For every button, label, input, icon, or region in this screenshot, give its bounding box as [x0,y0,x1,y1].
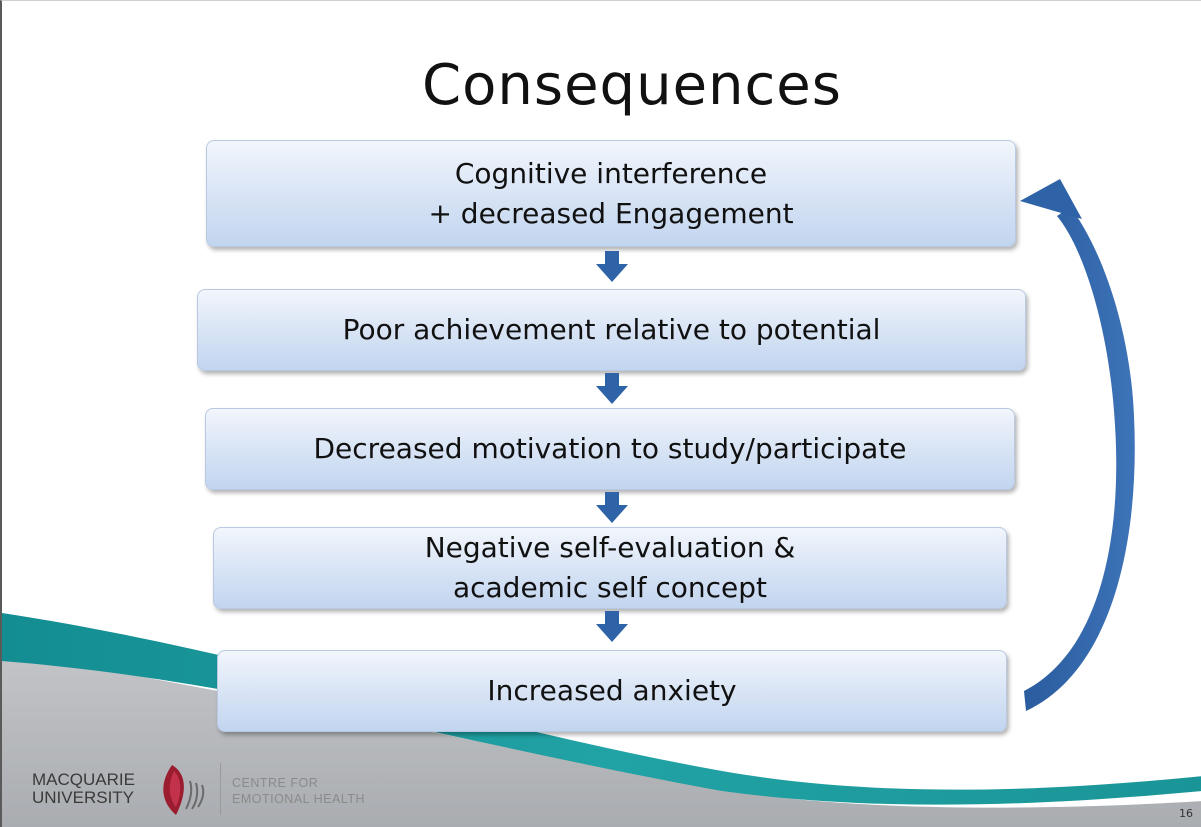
flow-step-decreased-motivation: Decreased motivation to study/participat… [205,408,1015,490]
flow-step-poor-achievement: Poor achievement relative to potential [197,289,1026,371]
flow-step-text-line: Cognitive interference [454,156,768,190]
curved-feedback-arrow-icon [1020,179,1135,711]
down-arrow-icon [596,373,628,404]
flow-step-text-line: academic self concept [452,571,768,604]
flow-step-text-line: Decreased motivation to study/participat… [313,432,907,465]
flow-step-text-line: Poor achievement relative to potential [342,313,881,346]
university-name-line: MACQUARIE [32,770,135,789]
flow-step-cognitive-interference: Cognitive interference + decreased Engag… [206,140,1016,247]
university-name-line: UNIVERSITY [32,788,135,807]
down-arrow-icon [596,492,628,523]
down-arrow-icon [596,611,628,642]
university-name: MACQUARIE UNIVERSITY [32,771,135,807]
slide-title: Consequences [422,53,842,118]
centre-name-line: CENTRE FOR [232,776,319,790]
flow-step-text-line: + decreased Engagement [428,196,794,230]
down-arrow-icon [596,251,628,282]
centre-name-line: EMOTIONAL HEALTH [232,792,366,806]
flow-step-text-line: Increased anxiety [487,674,737,707]
flow-step-increased-anxiety: Increased anxiety [217,650,1007,732]
university-logo-icon [163,765,205,815]
centre-name: CENTRE FOR EMOTIONAL HEALTH [232,775,365,807]
flow-step-text-line: Negative self-evaluation & [424,531,796,564]
footer-divider [220,763,221,815]
page-number: 16 [1179,807,1193,820]
flow-step-negative-self-evaluation: Negative self-evaluation & academic self… [213,527,1007,609]
